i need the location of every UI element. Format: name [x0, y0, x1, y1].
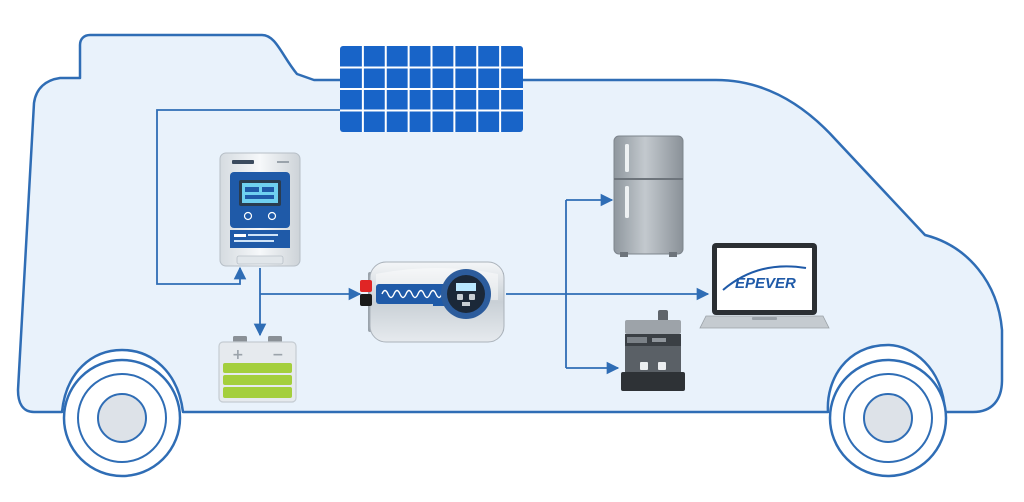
- refrigerator-icon: [613, 135, 684, 257]
- coffee-machine-icon: [621, 310, 685, 391]
- front-wheel: [828, 358, 948, 478]
- solar-panel-icon: [340, 46, 523, 132]
- inverter-icon: [360, 261, 505, 343]
- battery-icon: + −: [218, 336, 297, 403]
- laptop-brand-label: EPEVER: [735, 275, 796, 292]
- rear-wheel: [62, 358, 182, 478]
- wire-panel-to-controller: [156, 109, 342, 285]
- battery-minus-sign: −: [272, 347, 284, 363]
- battery-plus-sign: +: [232, 347, 244, 363]
- laptop-icon: EPEVER: [699, 243, 830, 329]
- wiring: [156, 109, 710, 375]
- charge-controller-icon: [219, 152, 301, 267]
